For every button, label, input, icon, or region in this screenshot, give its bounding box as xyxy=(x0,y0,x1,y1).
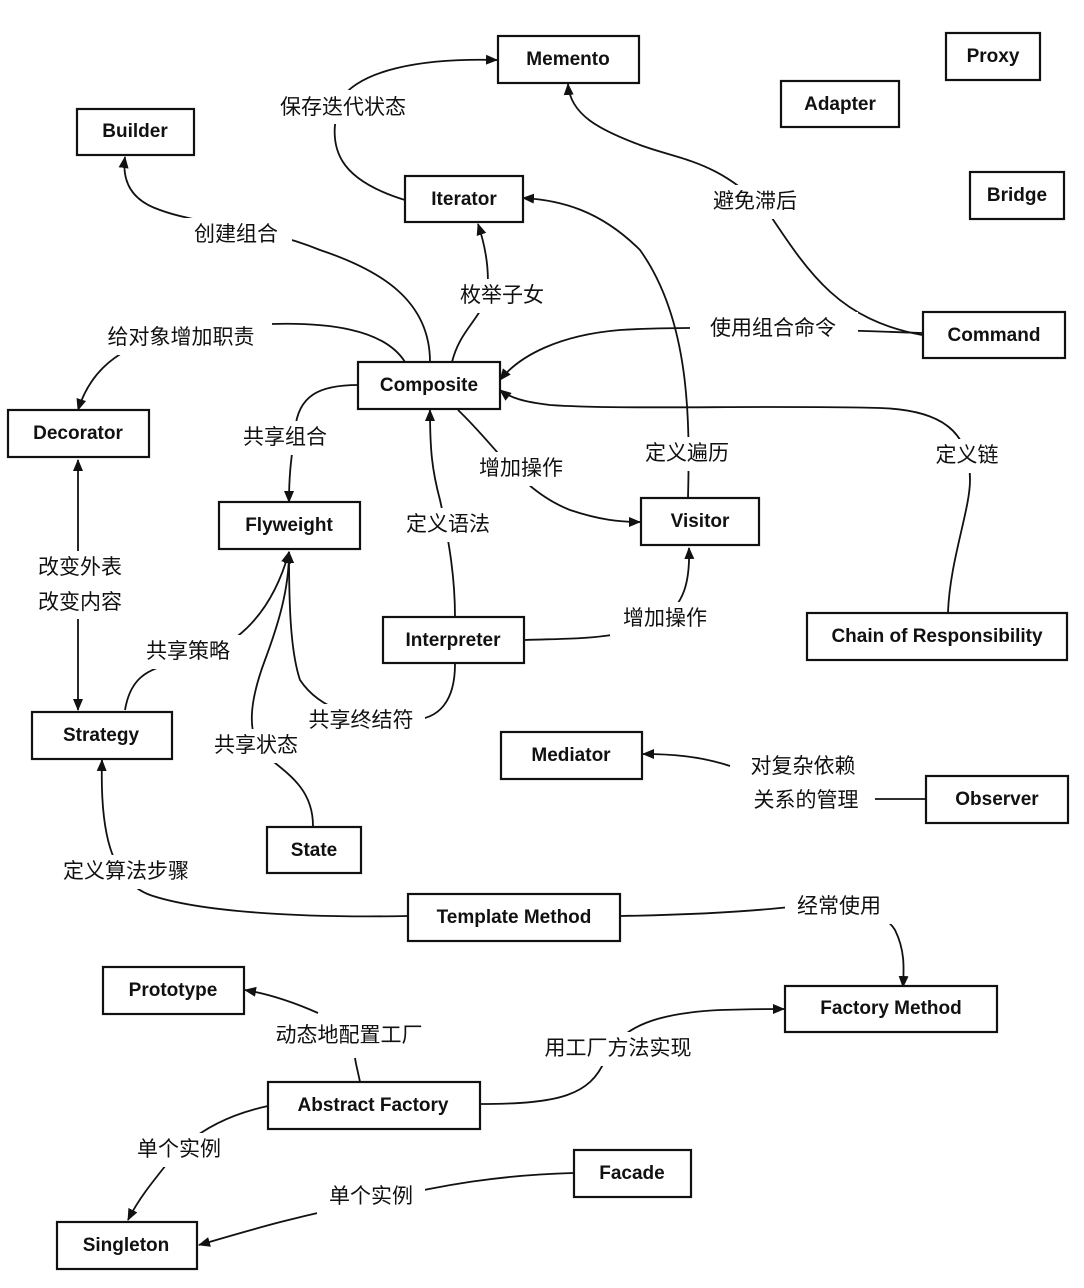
edge-abstract-prototype-head xyxy=(244,986,319,1014)
label-implement-using: 用工厂方法实现 xyxy=(545,1036,692,1060)
label-complex-dependency-1: 对复杂依赖 xyxy=(751,754,856,778)
node-iterator: Iterator xyxy=(403,174,525,224)
svg-text:Composite: Composite xyxy=(380,375,478,396)
node-adapter: Adapter xyxy=(779,79,901,129)
label-add-operations-2: 增加操作 xyxy=(623,606,707,630)
edge-state-flyweight xyxy=(250,551,314,827)
node-prototype: Prototype xyxy=(101,965,246,1016)
node-state: State xyxy=(265,825,363,875)
svg-text:State: State xyxy=(291,840,337,861)
label-share-composites: 共享组合 xyxy=(243,425,327,449)
label-complex-dependency-2: 关系的管理 xyxy=(754,788,859,812)
label-avoid-hysteresis: 避免滞后 xyxy=(713,189,797,213)
svg-text:Chain of Responsibility: Chain of Responsibility xyxy=(831,626,1043,647)
node-singleton: Singleton xyxy=(55,1220,199,1271)
label-share-strategies: 共享策略 xyxy=(146,639,230,663)
node-proxy: Proxy xyxy=(944,31,1042,82)
node-facade: Facade xyxy=(572,1148,693,1199)
edge-visitor-iterator xyxy=(522,193,690,499)
svg-text:Command: Command xyxy=(948,325,1041,346)
label-change-guts: 改变内容 xyxy=(38,590,122,614)
node-interpreter: Interpreter xyxy=(381,615,526,665)
node-builder: Builder xyxy=(75,107,196,157)
label-share-states: 共享状态 xyxy=(214,733,298,757)
label-single-instance-1: 单个实例 xyxy=(137,1137,221,1161)
svg-text:Visitor: Visitor xyxy=(671,511,730,532)
node-observer: Observer xyxy=(924,774,1070,825)
svg-text:Memento: Memento xyxy=(526,49,609,70)
edge-strategy-flyweight xyxy=(124,551,291,711)
svg-text:Strategy: Strategy xyxy=(63,725,139,746)
label-often-uses: 经常使用 xyxy=(797,894,881,918)
edge-command-memento xyxy=(563,83,923,336)
label-enumerate-children: 枚举子女 xyxy=(460,283,544,307)
svg-text:Prototype: Prototype xyxy=(129,980,218,1001)
label-compose-commands: 使用组合命令 xyxy=(710,316,836,340)
node-decorator: Decorator xyxy=(6,408,151,459)
node-visitor: Visitor xyxy=(639,496,761,547)
label-define-chain: 定义链 xyxy=(936,443,999,467)
label-single-instance-2: 单个实例 xyxy=(329,1184,413,1208)
svg-text:Mediator: Mediator xyxy=(531,745,611,766)
edge-abstract-prototype xyxy=(354,1057,361,1083)
svg-text:Proxy: Proxy xyxy=(967,46,1020,67)
node-flyweight: Flyweight xyxy=(217,500,362,551)
svg-text:Singleton: Singleton xyxy=(83,1235,170,1256)
node-abstract-factory: Abstract Factory xyxy=(266,1080,482,1131)
label-save-iteration-state: 保存迭代状态 xyxy=(280,95,406,119)
svg-text:Observer: Observer xyxy=(955,789,1039,810)
edge-observer-mediator-head xyxy=(642,749,731,767)
edge-composite-visitor xyxy=(457,409,641,527)
svg-text:Builder: Builder xyxy=(102,121,168,142)
svg-text:Facade: Facade xyxy=(599,1163,664,1184)
label-share-terminal-symbols: 共享终结符 xyxy=(309,708,414,732)
node-mediator: Mediator xyxy=(499,730,644,781)
node-command: Command xyxy=(921,310,1067,360)
node-template-method: Template Method xyxy=(406,892,622,943)
svg-text:Decorator: Decorator xyxy=(33,423,123,444)
svg-text:Adapter: Adapter xyxy=(804,94,876,115)
svg-text:Template Method: Template Method xyxy=(437,907,592,928)
svg-text:Factory Method: Factory Method xyxy=(820,998,961,1019)
node-chain-of-responsibility: Chain of Responsibility xyxy=(805,611,1069,662)
edge-labels: 保存迭代状态 避免滞后 创建组合 枚举子女 给对象增加职责 使用组合命令 共享组… xyxy=(25,90,1011,1214)
svg-text:Flyweight: Flyweight xyxy=(245,515,333,536)
node-factory-method: Factory Method xyxy=(783,984,999,1034)
label-add-responsibilities: 给对象增加职责 xyxy=(108,325,255,349)
edge-interpreter-composite xyxy=(425,409,456,618)
label-add-operations: 增加操作 xyxy=(479,456,563,480)
label-define-grammar: 定义语法 xyxy=(406,512,490,536)
node-strategy: Strategy xyxy=(30,710,174,761)
node-bridge: Bridge xyxy=(968,170,1066,221)
svg-text:Abstract Factory: Abstract Factory xyxy=(298,1095,449,1116)
node-memento: Memento xyxy=(496,34,641,85)
edge-template-strategy xyxy=(96,759,409,918)
label-change-skin: 改变外表 xyxy=(38,555,122,579)
label-create-composites: 创建组合 xyxy=(194,222,278,246)
label-define-algorithm-steps: 定义算法步骤 xyxy=(63,859,189,883)
svg-text:Interpreter: Interpreter xyxy=(405,630,501,651)
edge-chain-composite xyxy=(499,389,971,613)
label-define-traversals: 定义遍历 xyxy=(645,441,729,465)
node-composite: Composite xyxy=(356,360,502,411)
svg-text:Bridge: Bridge xyxy=(987,185,1047,206)
pattern-boxes: Memento Proxy Adapter Builder Iterator B… xyxy=(6,31,1070,1271)
label-configure-factory-dynamically: 动态地配置工厂 xyxy=(276,1023,423,1047)
svg-text:Iterator: Iterator xyxy=(431,189,497,210)
